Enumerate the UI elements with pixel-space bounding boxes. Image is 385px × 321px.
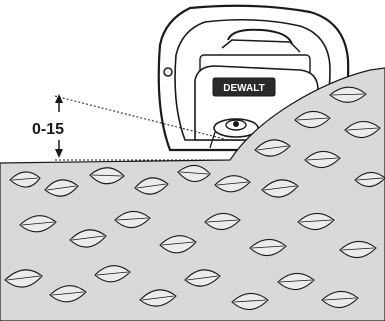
angle-range-label: 0-15	[32, 121, 64, 138]
mounting-hole-icon	[164, 68, 172, 76]
arrow-down-icon	[55, 149, 63, 158]
brand-plate: DEWALT	[213, 78, 275, 96]
arrow-up-icon	[55, 94, 63, 103]
brand-logo-text: DEWALT	[223, 83, 264, 94]
